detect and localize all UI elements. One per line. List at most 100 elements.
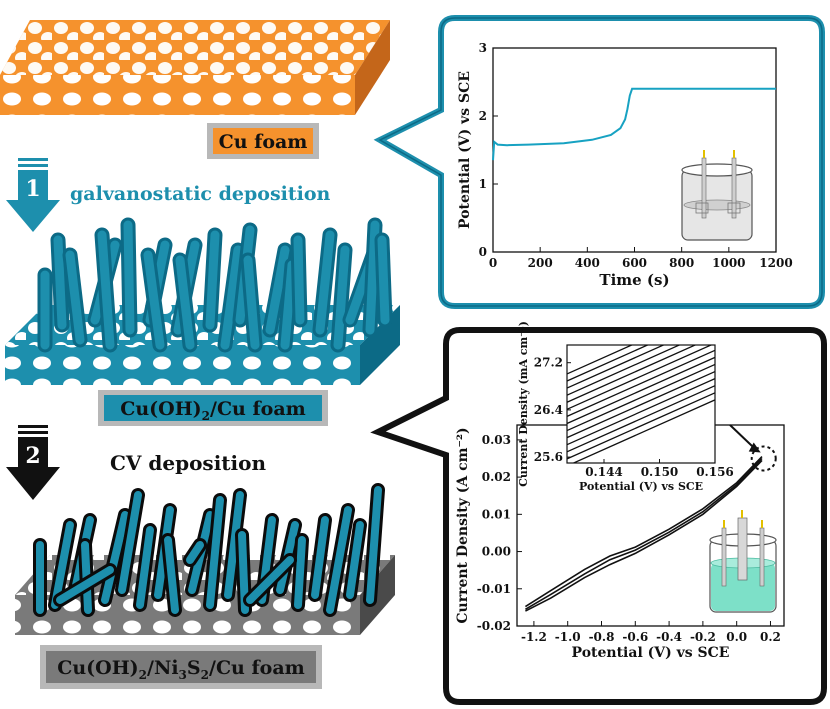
x-tick-label: 0.0: [726, 630, 747, 644]
nanorod: [224, 491, 244, 599]
y-axis-label: Current Density (mA cm⁻²): [517, 321, 530, 487]
nanorod: [53, 235, 67, 330]
nanorod: [186, 541, 204, 564]
y-tick-label: 0.02: [482, 470, 511, 484]
cu-foam-side: [355, 20, 390, 115]
nanorod: [293, 235, 305, 325]
zoom-arrow-head: [748, 442, 761, 453]
step2-label: CV deposition: [110, 451, 266, 475]
electrode-left: [701, 157, 707, 219]
nanorod: [246, 556, 294, 604]
cu-foam-label: Cu foam: [207, 123, 319, 159]
electrode-left: [721, 527, 727, 587]
y-tick-label: 2: [479, 109, 487, 123]
coated-nanorods: [33, 483, 385, 617]
x-tick-label: -1.0: [555, 630, 581, 644]
inset-series-line: [567, 345, 681, 396]
inset-series-line: [567, 349, 715, 417]
x-tick-label: 800: [669, 256, 694, 270]
x-tick-label: -0.8: [589, 630, 615, 644]
x-axis-label: Potential (V) vs SCE: [572, 645, 730, 661]
cuoh-label: Cu(OH)2/Cu foam: [98, 390, 328, 426]
nanorod: [365, 220, 380, 335]
inset-series-line: [567, 345, 650, 382]
inset-series-line: [567, 345, 713, 410]
step1-number: 1: [25, 176, 40, 202]
final-text: Cu(OH)2/Ni3S2/Cu foam: [57, 657, 305, 682]
nanorod: [346, 521, 364, 599]
cu-foam-slab: [0, 20, 390, 115]
nanorod: [51, 521, 74, 609]
x-tick-label: 0: [489, 256, 497, 270]
step2-arrow: 2: [6, 425, 60, 500]
cuoh-nanorods: [37, 217, 393, 353]
y-axis-label: Current Density (A cm⁻²): [455, 427, 471, 623]
x-tick-label: 0.156: [696, 465, 734, 479]
inset-series-line: [567, 363, 715, 432]
nanorod: [118, 491, 142, 594]
nanorod: [65, 250, 85, 345]
nanorod: [326, 506, 352, 614]
cu-foam-front-holes: [0, 75, 355, 115]
nanorod: [366, 486, 382, 604]
x-tick-label: 600: [622, 256, 647, 270]
inset-series-group: [567, 345, 715, 463]
step1-label: galvanostatic deposition: [70, 183, 331, 205]
electrode-right: [731, 157, 737, 219]
beaker-icon: [681, 150, 753, 241]
nanorod: [333, 245, 350, 350]
y-tick-label: 0.03: [482, 433, 511, 447]
inset-series-line: [567, 378, 715, 446]
x-tick-label: -1.2: [521, 630, 547, 644]
inset-series-line: [567, 356, 715, 425]
nanorod: [315, 230, 335, 335]
x-axis-label: Time (s): [599, 271, 669, 289]
nanorod: [206, 496, 224, 609]
y-tick-label: 0.01: [482, 507, 511, 521]
y-tick-label: 26.4: [534, 403, 563, 417]
cuoh-text: Cu(OH)2/Cu foam: [120, 398, 306, 423]
y-tick-label: 3: [479, 41, 487, 55]
nanorod: [205, 230, 220, 330]
inset-series-line: [567, 385, 715, 453]
nanorod: [97, 230, 115, 350]
nanorod: [280, 260, 297, 350]
foam-right: [727, 202, 741, 214]
cv-series-line: [524, 456, 763, 608]
y-tick-label: 0.00: [482, 545, 511, 559]
zoom-arrow: [729, 424, 757, 451]
x-tick-label: 200: [528, 256, 553, 270]
foam-left: [695, 202, 709, 214]
final-label: Cu(OH)2/Ni3S2/Cu foam: [40, 645, 322, 689]
inset-series-line: [572, 399, 715, 463]
electrolyte: [711, 563, 775, 611]
inset-series-line: [567, 345, 666, 389]
inset-series-line: [567, 370, 715, 439]
y-tick-label: -0.01: [477, 582, 511, 596]
x-axis-label: Potential (V) vs SCE: [579, 480, 703, 493]
y-axis-label: Potential (V) vs SCE: [457, 71, 473, 229]
cv-series-line: [525, 459, 763, 612]
nanorod: [311, 516, 329, 599]
cu-foam-text: Cu foam: [219, 131, 308, 153]
nanorod: [294, 536, 306, 609]
x-tick-label: -0.4: [656, 630, 682, 644]
x-tick-label: 400: [575, 256, 600, 270]
cv-series-line: [524, 457, 763, 610]
x-tick-label: 1000: [712, 256, 745, 270]
x-tick-label: 0.150: [641, 465, 679, 479]
reference-electrode: [737, 517, 748, 581]
x-tick-label: -0.6: [622, 630, 648, 644]
inset-series-line: [567, 392, 715, 460]
nanorod: [265, 245, 290, 335]
nanorod: [377, 235, 390, 325]
y-tick-label: -0.02: [477, 619, 511, 633]
cuoh-slab-front-holes: [5, 345, 360, 385]
zoom-circle: [750, 445, 777, 472]
nanorod: [123, 220, 135, 335]
y-tick-label: 1: [479, 177, 487, 191]
nanorod: [164, 536, 179, 614]
y-tick-label: 25.6: [534, 450, 563, 464]
